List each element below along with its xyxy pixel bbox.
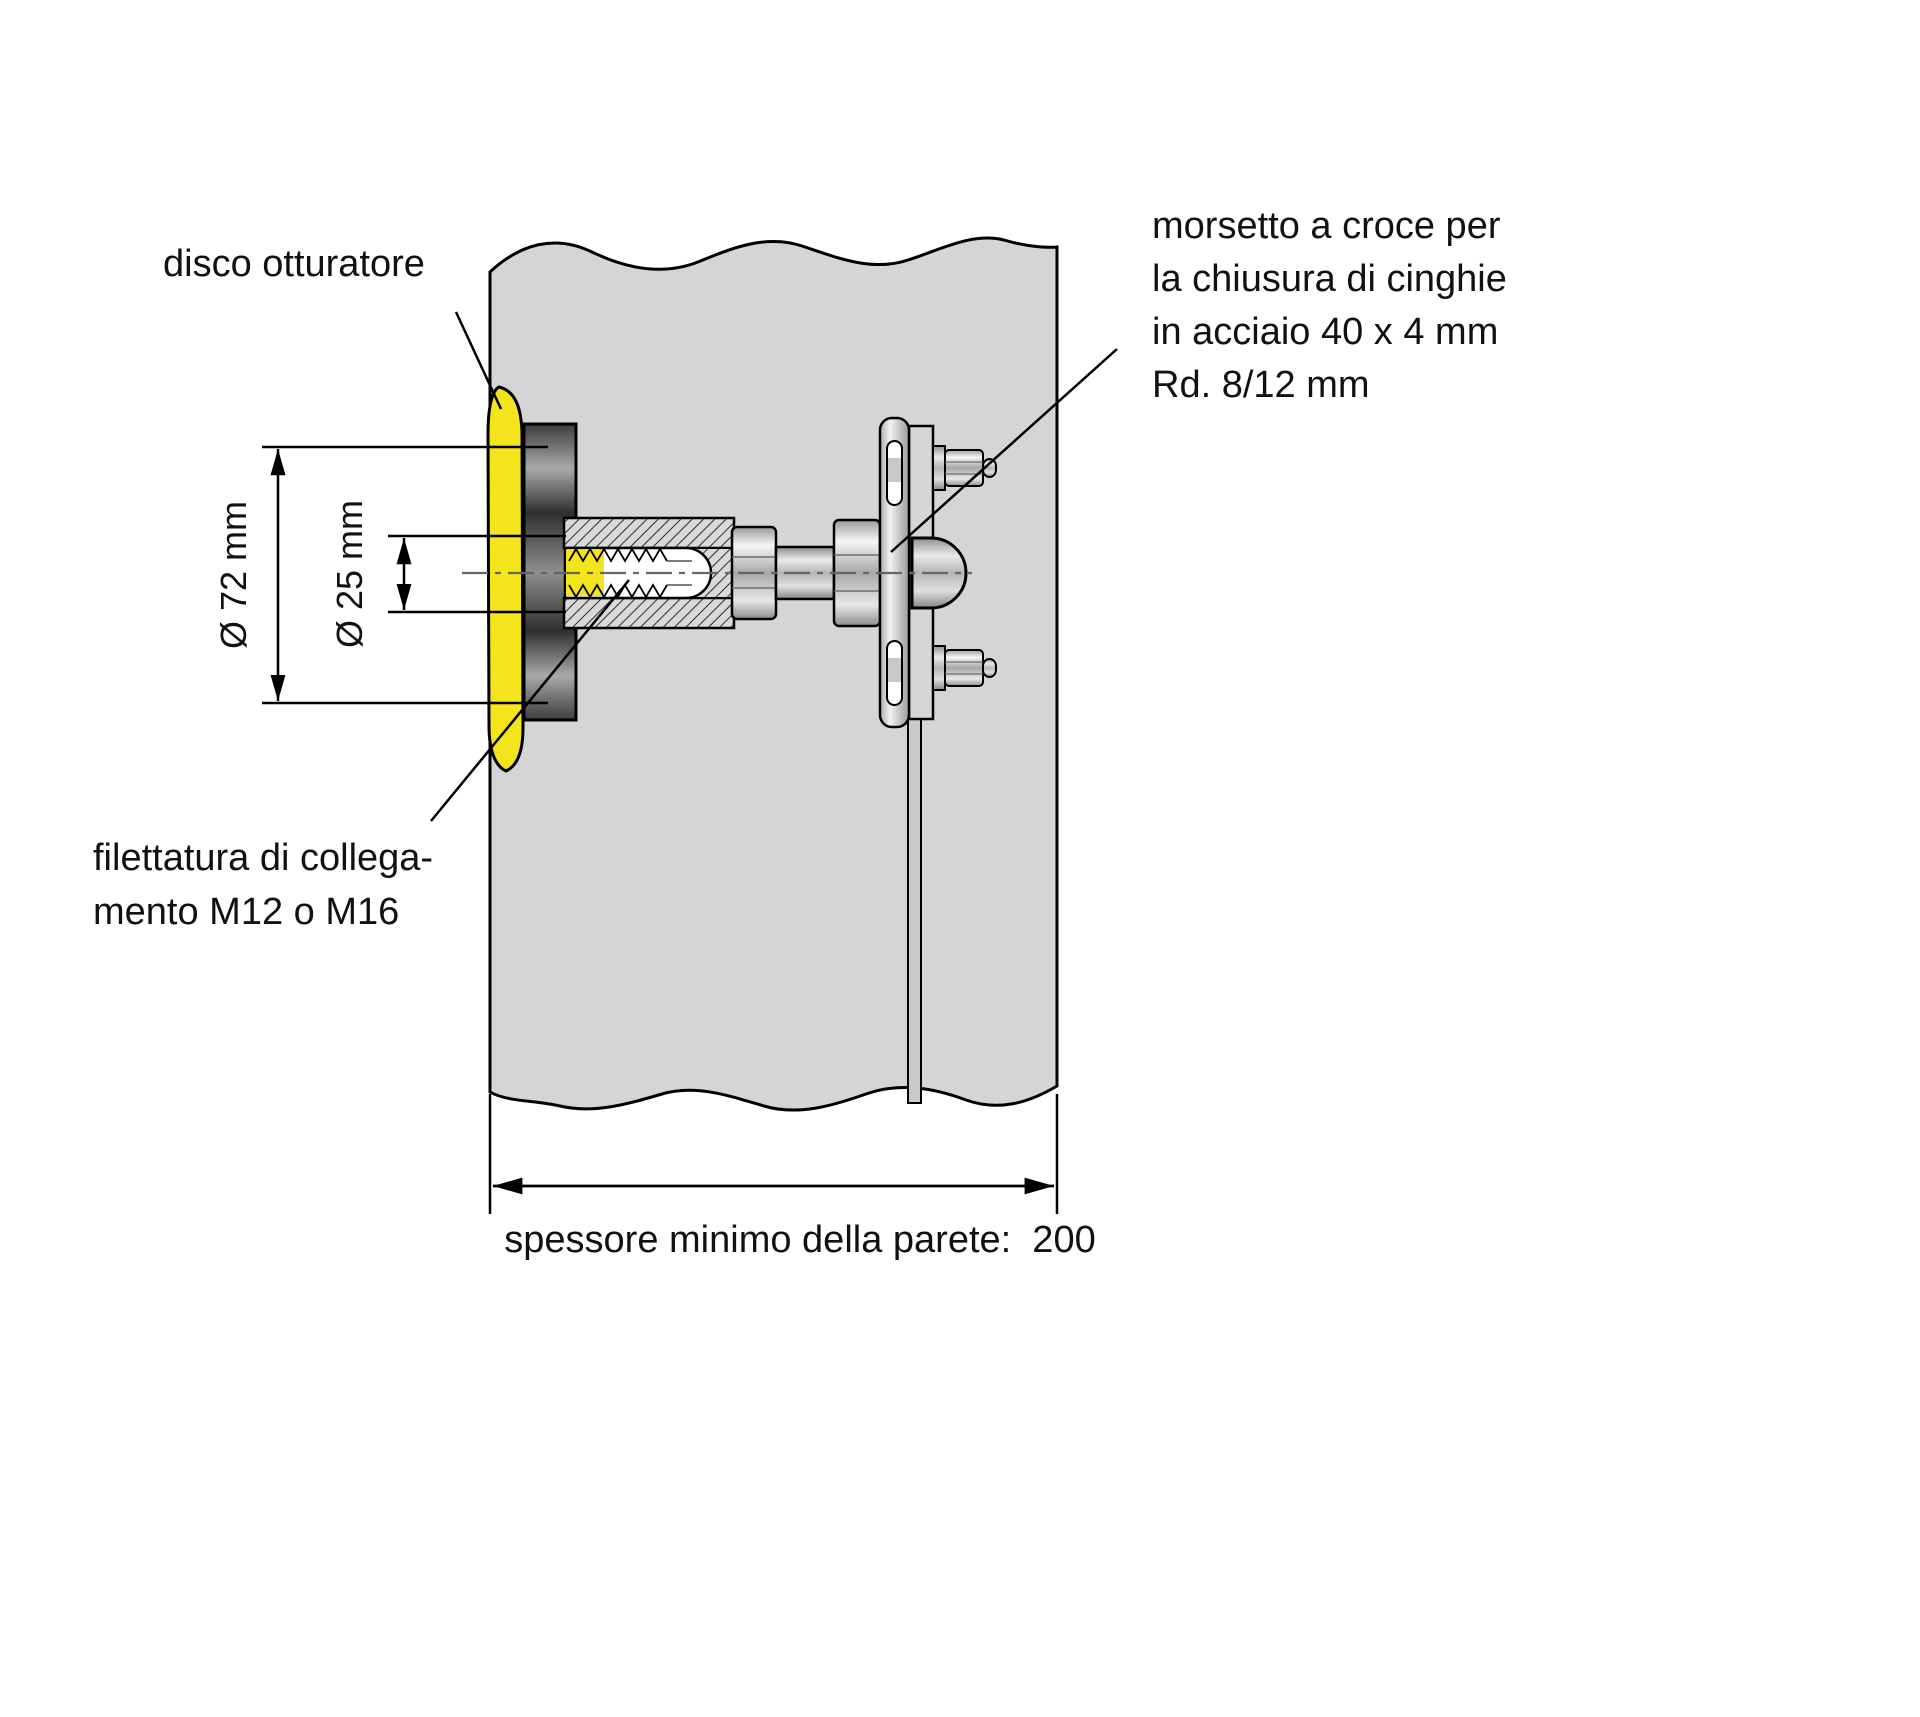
shutter-disc <box>486 385 525 773</box>
thread-profile-top <box>568 547 668 563</box>
dim-diameter-25: Ø 25 mm <box>329 500 566 648</box>
label-clamp-line-4: Rd. 8/12 mm <box>1152 364 1370 406</box>
label-thread: filettatura di collega- mento M12 o M16 <box>93 837 433 933</box>
bolt-bottom-washer <box>932 645 946 691</box>
bolt-bottom-tip <box>982 658 997 678</box>
bolt-top-nut <box>944 449 984 487</box>
leader-thread <box>430 579 630 822</box>
label-thread-line-1: filettatura di collega- <box>93 837 433 879</box>
leader-disc <box>454 311 503 410</box>
leader-clamp <box>890 348 1118 553</box>
bolt-bottom-nut <box>944 649 984 687</box>
sleeve-wall-bottom <box>562 596 736 630</box>
dim-wall-label: spessore minimo della parete: 200 <box>504 1219 1095 1261</box>
dim-25-label: Ø 25 mm <box>329 500 370 648</box>
clamp-slot-bottom-bolt <box>888 658 901 682</box>
bolt-top-washer <box>932 445 946 491</box>
label-thread-line-2: mento M12 o M16 <box>93 891 399 933</box>
dim-diameter-72: Ø 72 mm <box>213 445 548 705</box>
dim-wall-thickness: spessore minimo della parete: 200 <box>488 1094 1096 1261</box>
label-clamp: morsetto a croce per la chiusura di cing… <box>1152 205 1507 406</box>
label-clamp-line-3: in acciaio 40 x 4 mm <box>1152 311 1498 353</box>
dim-72-label: Ø 72 mm <box>213 501 254 649</box>
clamp-slot-top-bolt <box>888 458 901 482</box>
label-clamp-line-2: la chiusura di cinghie <box>1152 258 1507 300</box>
label-clamp-line-1: morsetto a croce per <box>1152 205 1501 247</box>
clamp-bolt-bottom <box>932 645 997 691</box>
label-disc: disco otturatore <box>163 243 425 285</box>
thread-profile-bottom <box>568 583 668 599</box>
sleeve-wall-top <box>562 516 736 550</box>
